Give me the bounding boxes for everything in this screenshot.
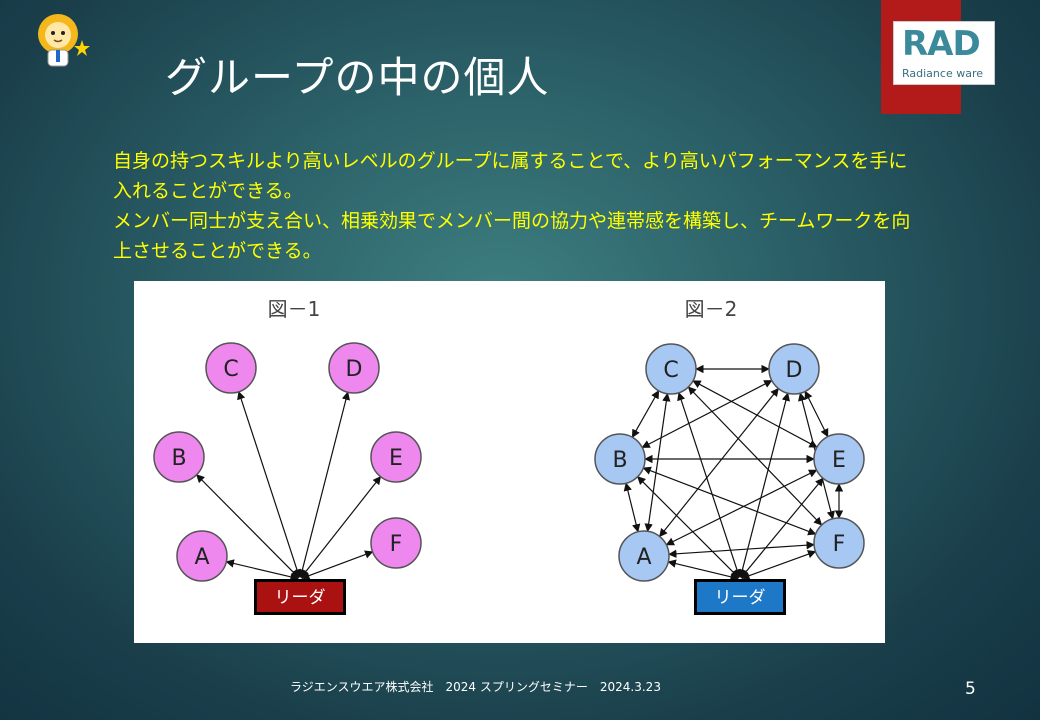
figure-label: 図－2 xyxy=(685,297,738,321)
member-node xyxy=(205,342,257,394)
link-arrow xyxy=(301,550,374,580)
member-node xyxy=(813,517,865,569)
member-node xyxy=(813,433,865,485)
link-arrow xyxy=(741,550,817,580)
member-node-label: A xyxy=(636,545,651,570)
link-arrow xyxy=(668,540,815,559)
link-arrow xyxy=(623,482,641,533)
page-number: 5 xyxy=(965,679,976,699)
member-node-label: A xyxy=(194,545,209,570)
body-text: 自身の持つスキルより高いレベルのグループに属することで、より高いパフォーマンスを… xyxy=(113,146,923,266)
logo-text: RAD xyxy=(902,24,981,64)
link-arrow xyxy=(631,390,660,438)
member-node xyxy=(645,343,697,395)
leader-label: リーダ xyxy=(275,588,326,608)
member-node-label: C xyxy=(663,358,678,383)
member-node-label: D xyxy=(346,357,363,382)
figure-label: 図－1 xyxy=(268,297,321,321)
leader-label: リーダ xyxy=(715,588,766,608)
member-node-label: E xyxy=(832,448,846,473)
link-arrow xyxy=(644,392,671,533)
member-node-label: D xyxy=(786,358,803,383)
link-arrow xyxy=(298,391,350,578)
member-node xyxy=(594,433,646,485)
member-node xyxy=(328,342,380,394)
body-paragraph: メンバー同士が支え合い、相乗効果でメンバー間の協力や連帯感を構築し、チームワーク… xyxy=(113,210,911,262)
link-arrow xyxy=(665,469,818,546)
network-diagrams: 図－1A B C D E F リーダ 図－2A B C D E F リーダ xyxy=(153,297,865,615)
member-node-label: B xyxy=(171,446,186,471)
link-arrow xyxy=(677,391,742,578)
member-node xyxy=(768,343,820,395)
body-paragraph: 自身の持つスキルより高いレベルのグループに属することで、より高いパフォーマンスを… xyxy=(113,150,908,202)
member-node-label: E xyxy=(389,446,403,471)
slide-title: グループの中の個人 xyxy=(165,53,550,102)
link-arrow xyxy=(804,390,829,438)
member-node-label: C xyxy=(223,357,238,382)
member-node-label: F xyxy=(390,532,403,557)
link-arrow xyxy=(225,559,299,581)
member-node-label: B xyxy=(612,448,627,473)
member-node xyxy=(176,530,228,582)
lion-mascot-icon xyxy=(38,14,90,67)
member-node xyxy=(370,431,422,483)
member-node xyxy=(618,530,670,582)
footer-text: ラジエンスウエア株式会社 2024 スプリングセミナー 2024.3.23 xyxy=(290,680,661,694)
company-logo: RAD Radiance ware xyxy=(893,21,995,85)
member-node-label: F xyxy=(833,532,846,557)
leader-box xyxy=(697,582,783,612)
link-arrow xyxy=(237,390,302,578)
link-arrow xyxy=(667,559,739,581)
leader-box xyxy=(257,582,343,612)
member-node xyxy=(153,431,205,483)
member-node xyxy=(370,517,422,569)
logo-subtitle: Radiance ware xyxy=(902,67,983,80)
